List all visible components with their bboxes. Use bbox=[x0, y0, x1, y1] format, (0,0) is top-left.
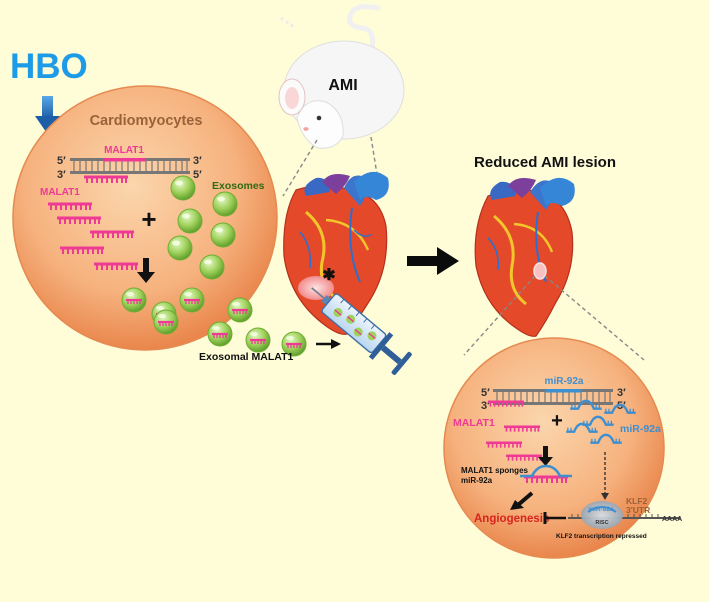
mouse-illustration bbox=[278, 4, 405, 149]
mir92a-to-risc-dashed-arrow bbox=[601, 452, 609, 500]
cardiomyocytes-title: Cardiomyocytes bbox=[90, 113, 203, 129]
malat1-gene-label: MALAT1 bbox=[104, 145, 144, 156]
malat1-gene-dna bbox=[69, 157, 191, 175]
dna-right-3prime-top: 3′ bbox=[617, 387, 626, 399]
mir92a-gene-label: miR-92a bbox=[545, 376, 584, 387]
risc-mir92a-label: miR-92a bbox=[588, 506, 614, 513]
klf2-label: KLF2 bbox=[626, 496, 648, 506]
plus-sign-left: + bbox=[141, 204, 156, 234]
zoom-lines-mouse-heart bbox=[282, 136, 381, 197]
cardiomyocyte-cell bbox=[12, 85, 278, 351]
angiogenesis-label: Angiogenesis bbox=[474, 513, 549, 525]
dna-right-5prime-top: 5′ bbox=[481, 387, 490, 399]
dna-5prime-bottom: 3′ bbox=[57, 169, 66, 181]
risc-label: RISC bbox=[595, 520, 608, 526]
dna-3prime-bottom: 5′ bbox=[193, 169, 202, 181]
treatment-result-arrow bbox=[407, 247, 459, 275]
hbo-label: HBO bbox=[10, 47, 88, 86]
dna-right-3prime-bottom: 3′ bbox=[481, 400, 490, 412]
sponge-down-arrow bbox=[538, 446, 553, 466]
healed-heart bbox=[474, 177, 575, 337]
zoom-lines-heart-cell bbox=[463, 275, 645, 361]
sponge-to-angiogenesis-arrow bbox=[510, 491, 534, 510]
klf2-repressed-label: KLF2 transcription repressed bbox=[556, 533, 647, 540]
ami-heart: ✱ bbox=[283, 171, 389, 335]
malat1-rna-label: MALAT1 bbox=[40, 187, 80, 198]
malat1-mir92a-complex bbox=[520, 464, 572, 485]
plus-sign-right: + bbox=[551, 410, 563, 432]
sponge-label-line2: miR-92a bbox=[461, 476, 493, 485]
exosomes-label: Exosomes bbox=[212, 180, 265, 192]
inhibition-bar bbox=[543, 512, 566, 524]
mir92a-free-label: miR-92a bbox=[620, 423, 661, 435]
dna-3prime-top: 3′ bbox=[193, 155, 202, 167]
hbo-down-arrow bbox=[35, 96, 60, 134]
svg-text:✱: ✱ bbox=[322, 267, 335, 284]
dna-5prime-top: 5′ bbox=[57, 155, 66, 167]
utr-label: 3'UTR bbox=[626, 505, 650, 515]
syringe bbox=[311, 287, 412, 375]
klf2-mrna-risc bbox=[568, 501, 680, 529]
packaging-down-arrow bbox=[137, 258, 155, 283]
exosomal-malat1-label: Exosomal MALAT1 bbox=[199, 351, 293, 363]
sponge-label-line1: MALAT1 sponges bbox=[461, 466, 529, 475]
mir92a-gene-dna bbox=[492, 388, 614, 406]
polya-label: AAAA bbox=[662, 516, 682, 523]
reduced-ami-lesion-title: Reduced AMI lesion bbox=[474, 154, 616, 171]
exosome-to-syringe-arrow bbox=[316, 339, 341, 349]
endothelial-cell bbox=[443, 337, 665, 559]
malat1-right-label: MALAT1 bbox=[453, 417, 495, 429]
ami-label: AMI bbox=[328, 77, 357, 94]
